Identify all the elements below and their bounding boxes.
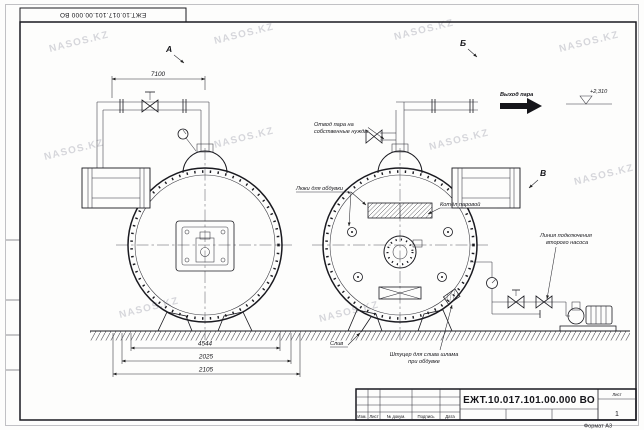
watermark-text: NASOS.KZ — [558, 29, 620, 54]
own-needs-label-line1: Отвод пара на — [314, 122, 354, 128]
pump-line-label-line1: Линия подключения — [539, 233, 592, 239]
callouts: Отвод пара на собственные нужды Люки для… — [295, 122, 592, 365]
economizer-left — [81, 167, 151, 209]
support-leg — [157, 311, 193, 332]
stamp-header-date: Дата — [445, 414, 455, 419]
outer-border — [5, 4, 639, 426]
steam-dome — [182, 150, 228, 174]
pump-base — [559, 325, 617, 332]
boiler-shell-front — [322, 167, 478, 323]
stamp-header-list: Лист — [369, 414, 378, 419]
ground-hatch — [90, 331, 630, 341]
left-boiler-view: А 7100 4544 2025 2105 — [81, 44, 301, 377]
valve-1 — [507, 289, 525, 309]
dimension-bottom: 4544 2025 2105 — [112, 333, 301, 377]
own-needs-label-line2: собственные нужды — [314, 129, 368, 135]
ground — [90, 330, 630, 341]
pressure-gauge-pump — [486, 277, 498, 289]
elevation-mark: +2,310 — [566, 89, 612, 105]
mirrored-designation-box — [19, 7, 187, 23]
pump — [567, 301, 585, 325]
right-boiler-view: Выход пара +2,310 — [312, 38, 612, 340]
watermark-text: NASOS.KZ — [573, 162, 635, 187]
sludge-label-line2: при обдувке — [408, 359, 440, 365]
watermark-text: NASOS.KZ — [213, 21, 275, 46]
view-v-label: В — [540, 168, 546, 178]
valve-2 — [535, 295, 553, 309]
inner-frame — [19, 21, 637, 421]
stamp-sheet-value: 1 — [615, 411, 619, 418]
blowdown-hatches — [347, 227, 453, 282]
dimension-top: 7100 — [111, 71, 206, 98]
stamp-doc-number: ЕЖТ.10.017.101.00.000 ВО — [463, 395, 595, 406]
drain-pipe — [360, 316, 372, 333]
elevation-value: +2,310 — [590, 89, 608, 95]
watermark-text: NASOS.KZ — [393, 17, 455, 42]
own-needs-branch-valve — [365, 129, 396, 144]
watermark-text: NASOS.KZ — [43, 137, 105, 162]
watermark-text: NASOS.KZ — [118, 295, 180, 320]
sheet-frame: ЕЖТ.10.017.101.00.000 ВО — [5, 4, 639, 426]
hatches-label: Люки для обдувки — [295, 186, 343, 192]
sludge-fitting — [442, 288, 461, 305]
mirrored-doc-number: ЕЖТ.10.017.101.00.000 ВО — [60, 11, 147, 18]
support-leg — [217, 311, 253, 332]
watermark-text: NASOS.KZ — [48, 29, 110, 54]
burner-door — [175, 220, 235, 272]
flange-bolt-circle — [325, 170, 475, 320]
feed-pump-assembly — [470, 261, 617, 332]
steam-outlet-arrow — [500, 98, 542, 114]
stamp-header-sign: Подпись — [417, 414, 435, 419]
format-label: Формат А3 — [584, 424, 612, 430]
stamp-sheet-label: Лист — [612, 392, 621, 397]
electric-motor — [585, 305, 613, 325]
sludge-label-line1: Штуцер для слива шлама — [390, 352, 459, 358]
pressure-gauge-left — [177, 128, 197, 152]
boiler-shell-front — [127, 167, 283, 323]
dim-4544: 4544 — [198, 341, 213, 348]
dim-7100: 7100 — [151, 71, 166, 78]
support-leg — [417, 309, 453, 332]
support-leg — [347, 309, 383, 332]
view-b-label: Б — [460, 38, 466, 48]
stamp-header-docum: № докум. — [387, 414, 406, 419]
drain-label: Слив — [330, 341, 343, 347]
dim-2105: 2105 — [198, 367, 214, 374]
flange-bolt-circle — [130, 170, 280, 320]
steam-dome — [377, 150, 423, 174]
title-block: Изм. Лист № докум. Подпись Дата ЕЖТ.10.0… — [355, 388, 637, 430]
bottom-access-door — [378, 286, 422, 300]
central-port — [383, 235, 423, 269]
steam-outlet-label: Выход пара — [500, 92, 533, 98]
pump-line-label-line2: второго насоса — [546, 240, 588, 246]
stamp-header-izm: Изм. — [357, 414, 366, 419]
dim-2025: 2025 — [198, 354, 214, 361]
watermark-text: NASOS.KZ — [428, 127, 490, 152]
watermark-text: NASOS.KZ — [213, 125, 275, 150]
steam-valve — [141, 91, 159, 113]
view-a-label: А — [165, 44, 172, 54]
boiler-label: Котёл паровой — [440, 201, 480, 208]
